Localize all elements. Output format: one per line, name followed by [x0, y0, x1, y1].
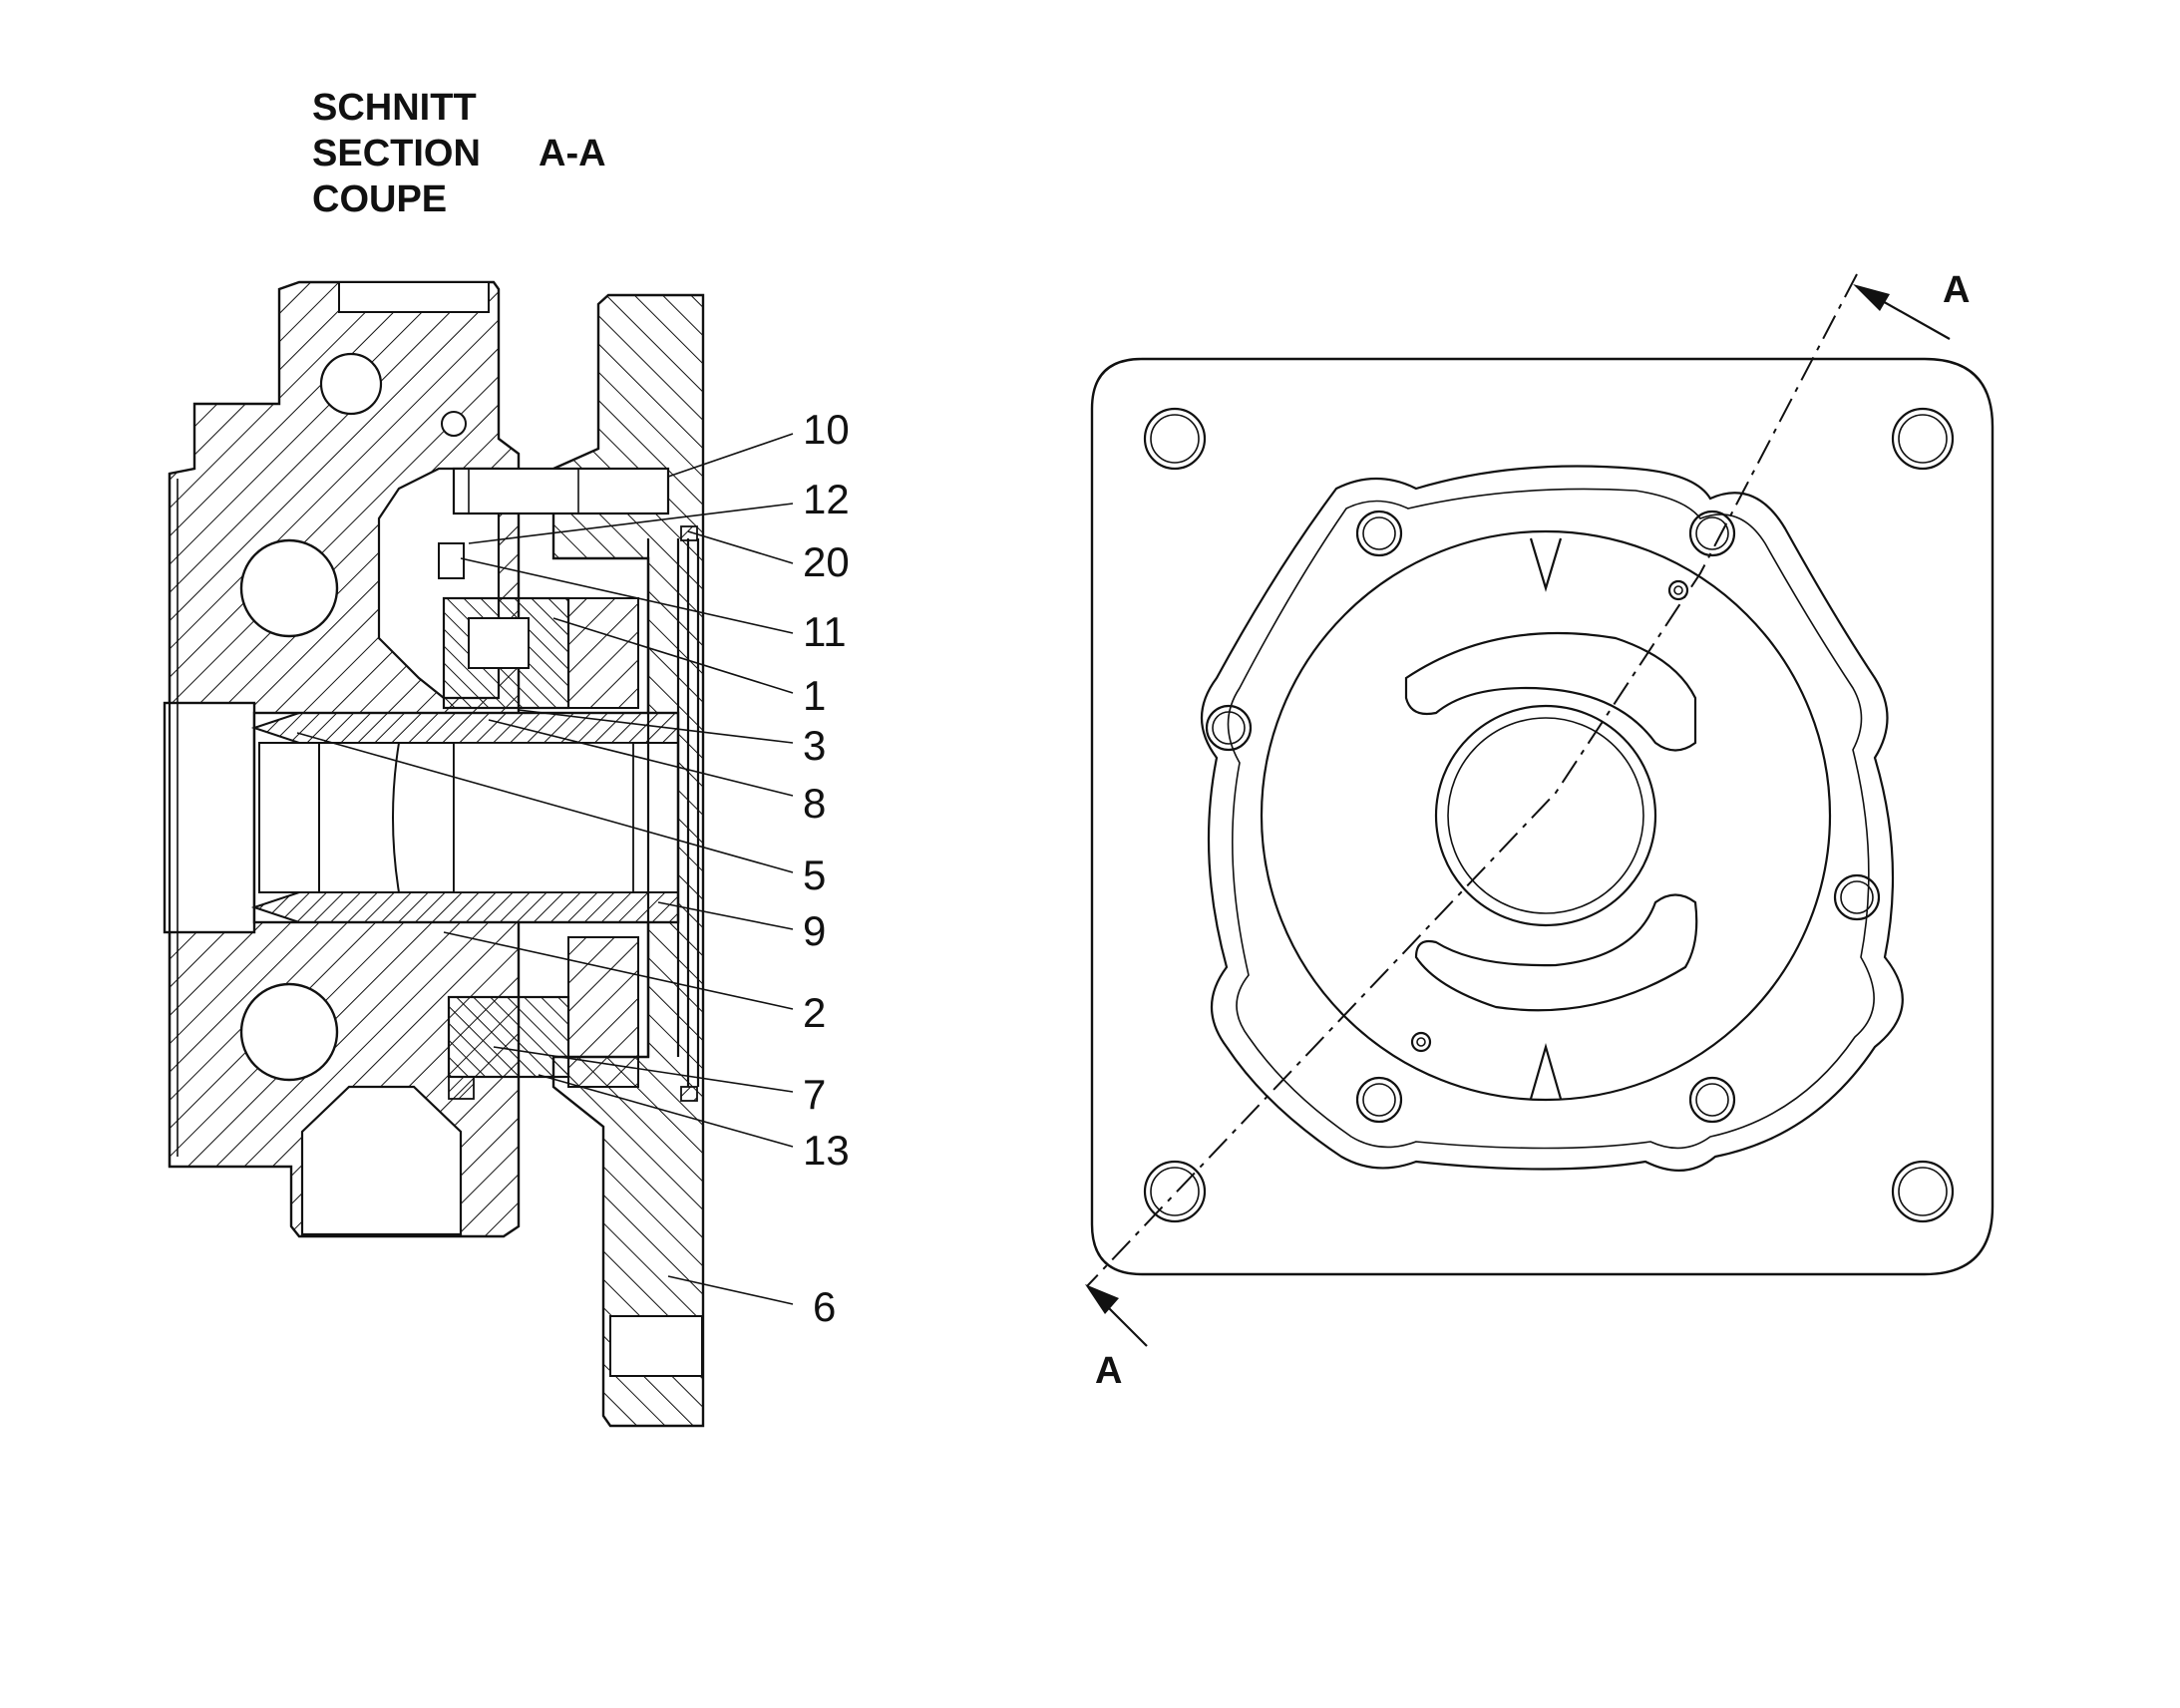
callout-2: 2 [803, 989, 826, 1036]
callout-8: 8 [803, 780, 826, 827]
callout-7: 7 [803, 1071, 826, 1118]
section-marker-top: A [1943, 269, 1970, 311]
leader-lines [296, 433, 794, 1305]
section-title: SCHNITT SECTION A-A COUPE [312, 87, 606, 220]
kidney-slot-upper [1404, 631, 1697, 752]
callout-5: 5 [803, 852, 826, 898]
callout-13: 13 [803, 1127, 850, 1174]
title-line-2: SECTION [312, 133, 481, 174]
rotor-lower [447, 995, 570, 1079]
section-line: A A [1085, 269, 1970, 1392]
lobed-gasket [1200, 465, 1904, 1172]
flange-outline [1090, 357, 1995, 1276]
callout-10: 10 [803, 406, 850, 453]
title-line-2-suffix: A-A [539, 133, 606, 174]
callout-9: 9 [803, 907, 826, 954]
gasket-bolt-holes [1205, 510, 1881, 1124]
callout-12: 12 [803, 476, 850, 522]
central-bore [1434, 704, 1657, 927]
callout-labels: 10 12 20 11 1 3 8 5 9 2 7 13 6 [803, 406, 850, 1330]
kidney-slot-lower [1414, 893, 1698, 1012]
port-plate-disc [1260, 529, 1832, 1102]
callout-11: 11 [803, 608, 847, 655]
section-view [163, 280, 705, 1428]
front-view [1090, 357, 1995, 1276]
callout-3: 3 [803, 722, 826, 769]
callout-20: 20 [803, 538, 850, 585]
title-line-1: SCHNITT [312, 87, 477, 129]
section-marker-bottom: A [1095, 1350, 1122, 1392]
corner-bolt-holes [1143, 407, 1955, 1223]
callout-6: 6 [813, 1283, 836, 1330]
callout-1: 1 [803, 672, 826, 719]
title-line-3: COUPE [312, 178, 447, 220]
